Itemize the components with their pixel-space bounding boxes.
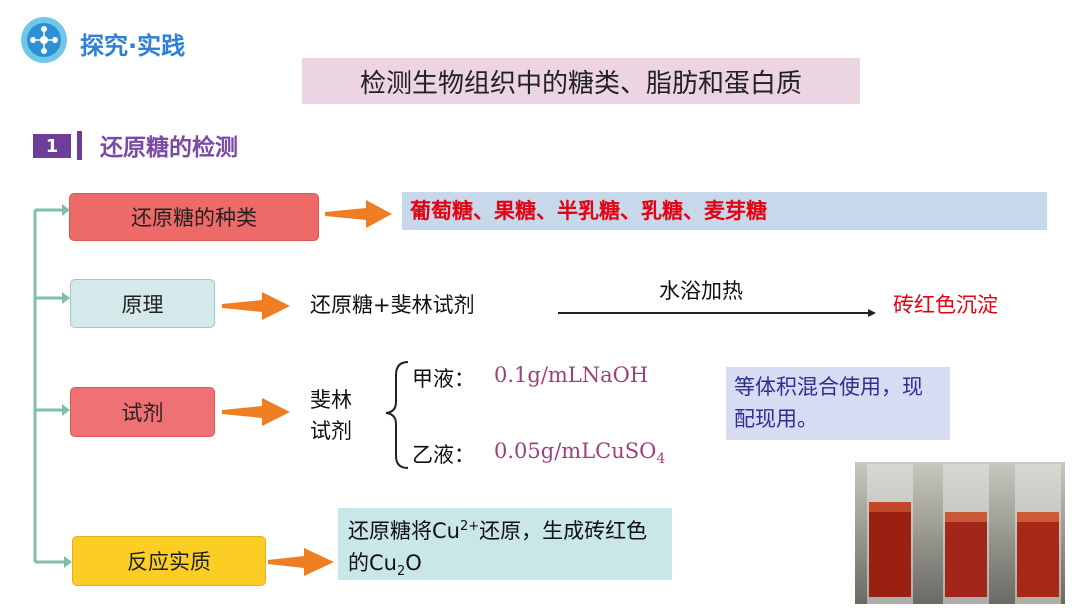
- kinds-content: 葡萄糖、果糖、半乳糖、乳糖、麦芽糖: [410, 199, 767, 223]
- arrow-kinds: [325, 200, 392, 228]
- reagent-brace: [385, 361, 409, 469]
- reagent-usage-note: 等体积混合使用，现配现用。: [726, 367, 950, 440]
- kinds-content-box: [402, 192, 1047, 230]
- reagent-label-box: 试剂: [70, 387, 215, 437]
- kinds-label-box: 还原糖的种类: [69, 193, 319, 241]
- principle-product: 砖红色沉淀: [893, 293, 998, 317]
- reagent-b-label: 乙液：: [412, 443, 475, 467]
- reagent-a-value: 0.1g/mLNaOH: [494, 363, 649, 387]
- arrow-principle: [222, 292, 290, 320]
- brand-logo-icon: [21, 17, 67, 63]
- brand-title: 探究·实践: [80, 32, 186, 60]
- test-tubes-photo: [855, 462, 1065, 604]
- arrow-reagent: [222, 398, 290, 426]
- reagent-b-value: 0.05g/mLCuSO4: [494, 439, 666, 468]
- principle-condition: 水浴加热: [659, 279, 743, 303]
- section-number: 1: [33, 134, 71, 158]
- principle-label-box: 原理: [70, 279, 215, 328]
- principle-reactants: 还原糖+斐林试剂: [310, 293, 475, 317]
- section-title: 还原糖的检测: [100, 135, 238, 161]
- reagent-name-line2: 试剂: [310, 419, 352, 443]
- section-divider: [77, 131, 82, 160]
- arrow-reaction: [268, 548, 334, 576]
- page-title: 检测生物组织中的糖类、脂肪和蛋白质: [302, 58, 860, 104]
- reaction-label-box: 反应实质: [72, 536, 266, 586]
- reagent-a-label: 甲液：: [412, 367, 475, 391]
- reagent-name-line1: 斐林: [310, 388, 352, 412]
- reaction-description: 还原糖将Cu2+还原，生成砖红色的Cu2O: [338, 508, 672, 580]
